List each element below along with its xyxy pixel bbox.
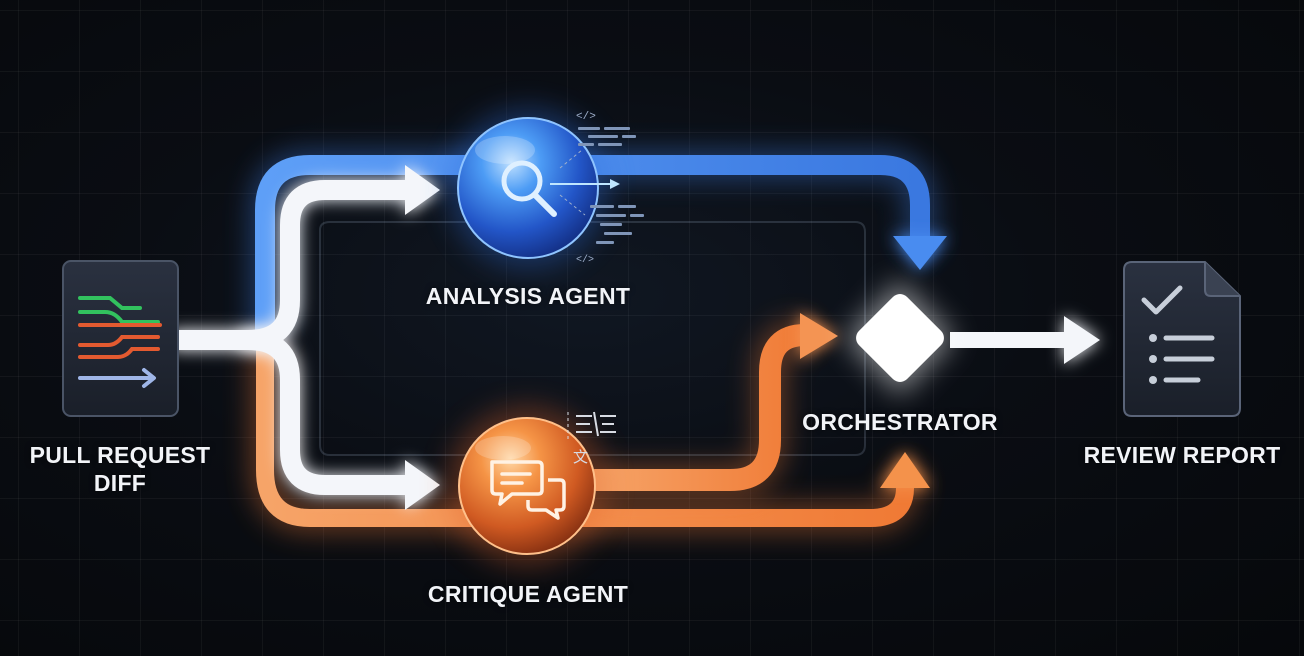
orch-to-report-arrowhead bbox=[1064, 316, 1100, 364]
white-flow-lower bbox=[238, 330, 420, 495]
analysis-agent-label: ANALYSIS AGENT bbox=[425, 283, 631, 309]
text-translate-decoration bbox=[567, 411, 616, 442]
blue-flow-path bbox=[255, 155, 930, 350]
white-flow-upper bbox=[168, 180, 420, 350]
code-tag-bottom: </> bbox=[576, 254, 594, 266]
white-lower-arrowhead bbox=[405, 460, 440, 510]
input-label-line1: PULL REQUEST bbox=[29, 442, 211, 468]
critique-to-orch-arrowhead bbox=[800, 313, 838, 359]
code-tag-top: </> bbox=[576, 111, 596, 123]
analysis-agent-node bbox=[448, 108, 608, 268]
diff-document-icon bbox=[62, 260, 179, 417]
orchestrator-node bbox=[845, 280, 955, 396]
magnifier-icon bbox=[501, 160, 557, 217]
white-upper-arrowhead bbox=[405, 165, 440, 215]
review-report-label: REVIEW REPORT bbox=[1083, 442, 1281, 468]
orchestrator-label: ORCHESTRATOR bbox=[802, 409, 998, 435]
blue-flow-arrowhead bbox=[893, 236, 947, 270]
critique-to-orch-path bbox=[584, 324, 816, 491]
code-lines-decoration: </> </> bbox=[559, 111, 644, 266]
critique-agent-node bbox=[447, 406, 607, 566]
input-label-line2: DIFF bbox=[93, 470, 147, 496]
orange-flow-path bbox=[256, 331, 914, 527]
translate-glyph: 文 bbox=[573, 448, 588, 466]
chat-bubbles-icon bbox=[490, 460, 566, 520]
checklist-document-icon bbox=[1123, 261, 1241, 417]
diamond-icon bbox=[856, 294, 944, 382]
critique-agent-label: CRITIQUE AGENT bbox=[427, 581, 629, 607]
orange-flow-arrowhead bbox=[880, 452, 930, 488]
pull-request-diff-label: PULL REQUEST DIFF bbox=[20, 441, 220, 497]
scan-beam-tip bbox=[610, 179, 620, 189]
